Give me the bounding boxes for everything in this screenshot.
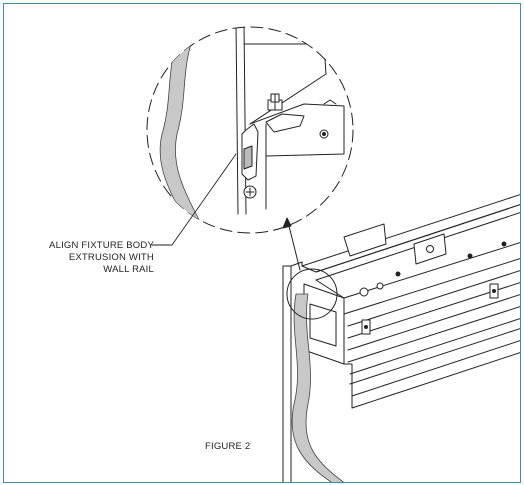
detail-screw <box>243 185 257 199</box>
fixture-body-top <box>301 194 520 273</box>
detail-view <box>146 26 354 234</box>
installation-drawing <box>146 26 520 482</box>
callout-leader <box>151 153 237 246</box>
callout-text: ALIGN FIXTURE BODY EXTRUSION WITH WALL R… <box>4 240 154 276</box>
detail-callout-circle <box>286 268 338 320</box>
callout-line-1: ALIGN FIXTURE BODY <box>49 240 154 251</box>
figure-frame: ALIGN FIXTURE BODY EXTRUSION WITH WALL R… <box>3 3 521 483</box>
main-assembly <box>282 194 520 482</box>
detail-wall-panel <box>235 27 247 215</box>
fixture-extrusion <box>315 242 520 409</box>
figure-label: FIGURE 2 <box>205 441 251 452</box>
callout-line-3: WALL RAIL <box>103 264 154 275</box>
main-cable <box>291 293 345 482</box>
detail-cable <box>159 27 210 233</box>
detail-arrow-head <box>282 217 292 229</box>
wall-panel <box>282 265 292 482</box>
detail-bolt <box>267 93 283 111</box>
detail-circle <box>146 26 354 234</box>
callout-line-2: EXTRUSION WITH <box>68 252 154 263</box>
